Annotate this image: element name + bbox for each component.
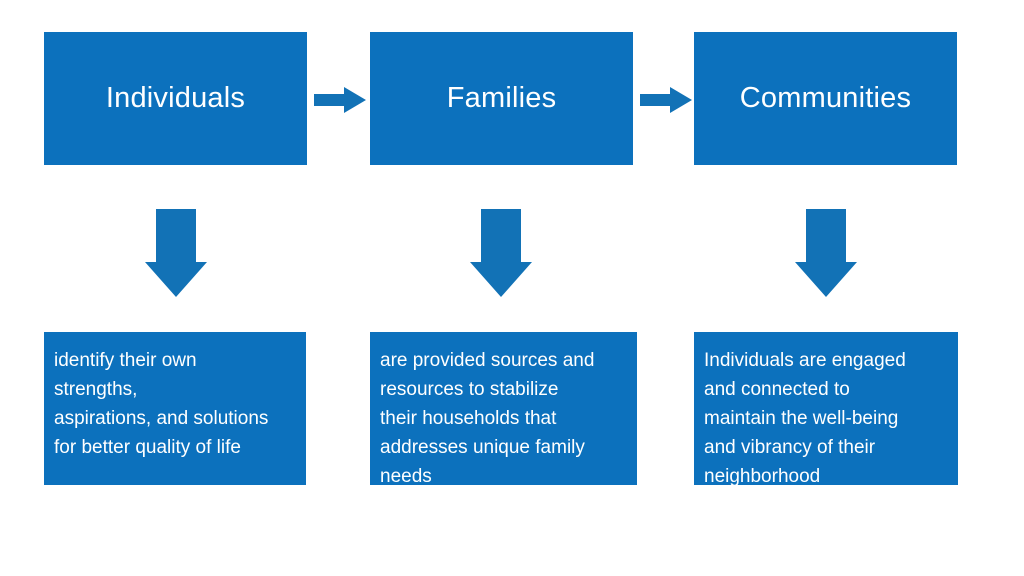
stage-box-communities: Communities (694, 32, 957, 165)
down-arrow-icon (470, 209, 532, 297)
stage-title-families: Families (446, 81, 557, 114)
description-text-individuals: identify their own strengths, aspiration… (54, 350, 269, 459)
description-box-communities: Individuals are engaged and connected to… (694, 332, 958, 487)
down-arrow-icon (145, 209, 207, 297)
right-arrow-icon (640, 87, 692, 113)
stage-title-individuals: Individuals (105, 81, 246, 114)
down-arrow-icon (795, 209, 857, 297)
description-text-communities: Individuals are engaged and connected to… (704, 350, 906, 488)
stage-title-communities: Communities (739, 81, 912, 114)
stage-box-individuals: Individuals (44, 32, 307, 165)
stage-box-families: Families (370, 32, 633, 165)
description-text-families: are provided sources and resources to st… (380, 350, 595, 488)
right-arrow-icon (314, 87, 366, 113)
description-box-families: are provided sources and resources to st… (370, 332, 637, 487)
description-box-individuals: identify their own strengths, aspiration… (44, 332, 306, 485)
